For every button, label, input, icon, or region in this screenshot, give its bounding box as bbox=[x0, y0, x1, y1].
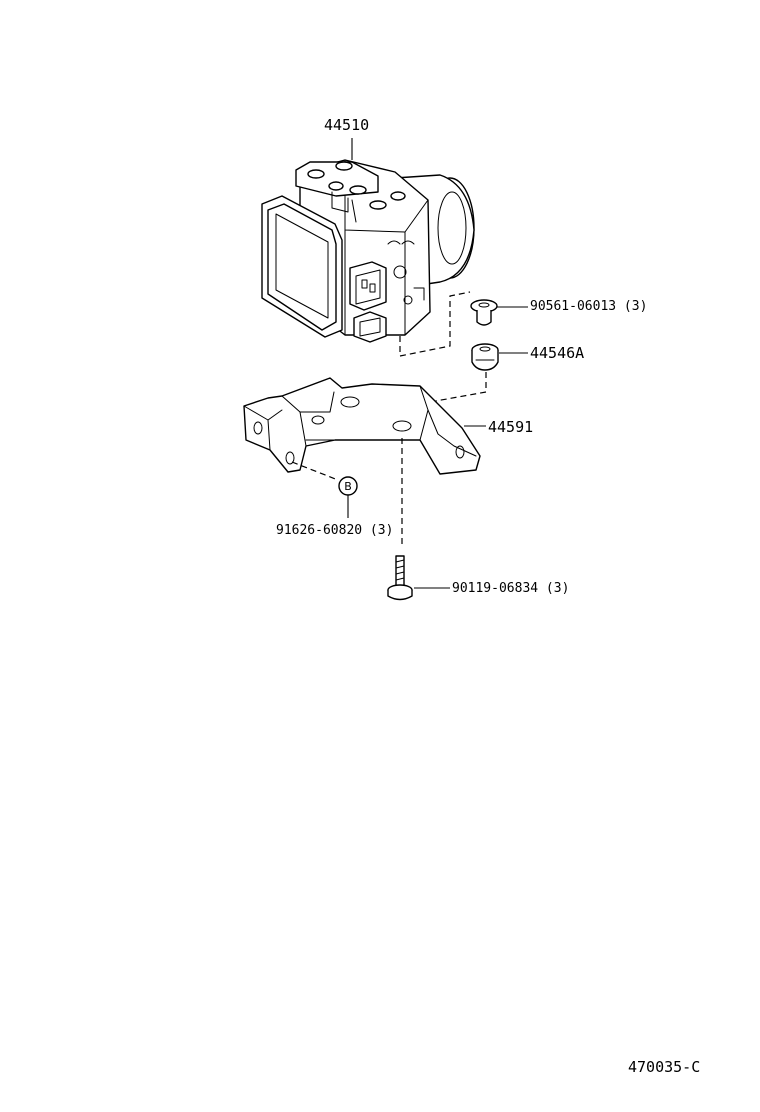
screw-drawing bbox=[470, 299, 498, 326]
label-screw: 90561-06013 (3) bbox=[530, 300, 647, 313]
label-cushion: 44546A bbox=[530, 344, 585, 362]
dashed-link-actuator bbox=[399, 291, 471, 357]
abs-actuator-drawing bbox=[261, 159, 475, 343]
label-nut-number: 91626-60820 bbox=[276, 523, 363, 538]
label-abs-actuator: 44510 bbox=[324, 116, 370, 134]
label-bolt-qty: (3) bbox=[545, 581, 570, 596]
bolt-drawing bbox=[387, 555, 413, 601]
label-nut-qty: (3) bbox=[369, 523, 394, 538]
cushion-drawing bbox=[471, 343, 499, 371]
bracket-drawing bbox=[243, 377, 481, 475]
label-screw-number: 90561-06013 bbox=[530, 299, 617, 314]
label-screw-qty: (3) bbox=[623, 299, 648, 314]
callout-b-letter: B bbox=[344, 480, 352, 493]
dashed-link-nut bbox=[291, 461, 339, 481]
illustration-id: 470035-C bbox=[628, 1058, 701, 1076]
label-bracket: 44591 bbox=[488, 418, 534, 436]
label-bolt: 90119-06834 (3) bbox=[452, 582, 569, 595]
label-nut: 91626-60820 (3) bbox=[276, 524, 393, 537]
label-bolt-number: 90119-06834 bbox=[452, 581, 539, 596]
